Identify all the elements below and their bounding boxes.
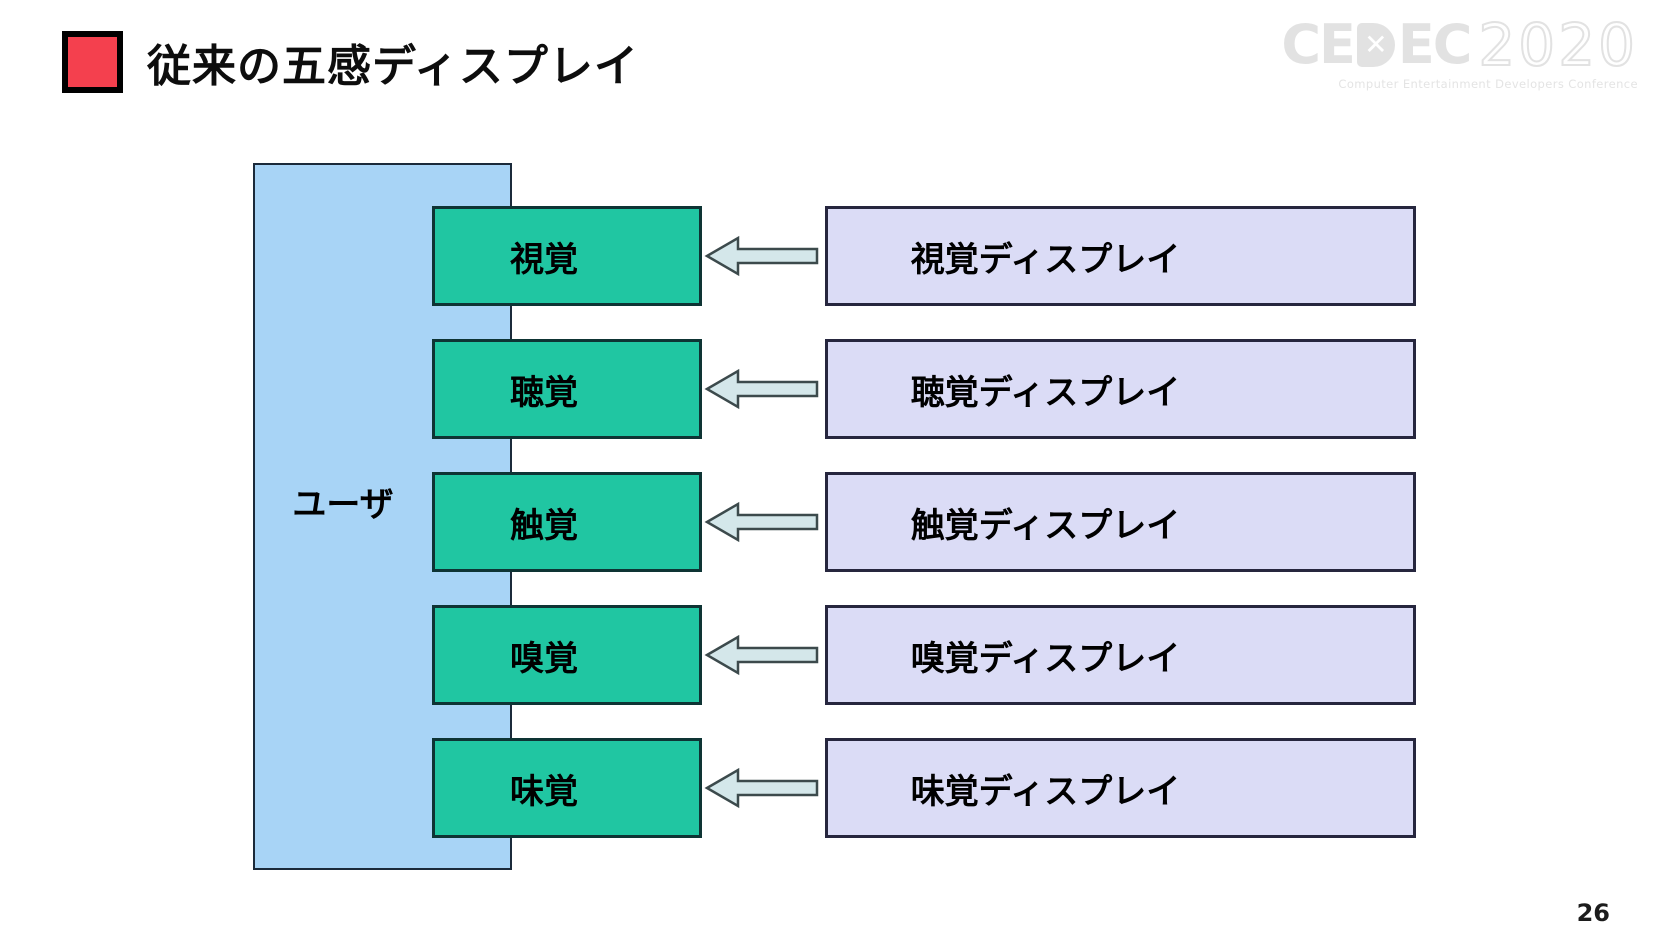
- page-title: 従来の五感ディスプレイ: [147, 41, 639, 92]
- cedec-2020-logo: CE ✕ EC 2020 Computer Entertainment Deve…: [1281, 11, 1638, 91]
- sense-row-smell: 嗅覚 嗅覚ディスプレイ: [432, 605, 1416, 705]
- sense-box-hearing: 聴覚: [432, 339, 702, 439]
- arrow-left-icon: [704, 633, 820, 677]
- sense-row-hearing: 聴覚 聴覚ディスプレイ: [432, 339, 1416, 439]
- sense-row-touch: 触覚 触覚ディスプレイ: [432, 472, 1416, 572]
- arrow-left-icon: [704, 500, 820, 544]
- cedec-logo-wordmark: CE ✕ EC 2020: [1281, 11, 1638, 79]
- page-number: 26: [1576, 899, 1610, 927]
- logo-subtitle: Computer Entertainment Developers Confer…: [1338, 77, 1638, 91]
- sense-row-sight: 視覚 視覚ディスプレイ: [432, 206, 1416, 306]
- sense-box-taste: 味覚: [432, 738, 702, 838]
- logo-text-ce: CE: [1281, 13, 1356, 76]
- logo-x-icon: ✕: [1364, 28, 1388, 61]
- display-box-hearing: 聴覚ディスプレイ: [825, 339, 1416, 439]
- sense-box-sight: 視覚: [432, 206, 702, 306]
- title-bullet-square: [62, 31, 123, 93]
- logo-year: 2020: [1477, 11, 1638, 79]
- sense-row-taste: 味覚 味覚ディスプレイ: [432, 738, 1416, 838]
- user-box-label: ユーザ: [292, 485, 394, 525]
- display-box-sight: 視覚ディスプレイ: [825, 206, 1416, 306]
- sense-box-smell: 嗅覚: [432, 605, 702, 705]
- display-box-smell: 嗅覚ディスプレイ: [825, 605, 1416, 705]
- display-box-touch: 触覚ディスプレイ: [825, 472, 1416, 572]
- slide-header: 従来の五感ディスプレイ: [62, 30, 639, 94]
- arrow-left-icon: [704, 367, 820, 411]
- sense-box-touch: 触覚: [432, 472, 702, 572]
- logo-text-ec: EC: [1397, 13, 1473, 76]
- arrow-left-icon: [704, 766, 820, 810]
- arrow-left-icon: [704, 234, 820, 278]
- logo-d-icon: ✕: [1356, 23, 1395, 67]
- display-box-taste: 味覚ディスプレイ: [825, 738, 1416, 838]
